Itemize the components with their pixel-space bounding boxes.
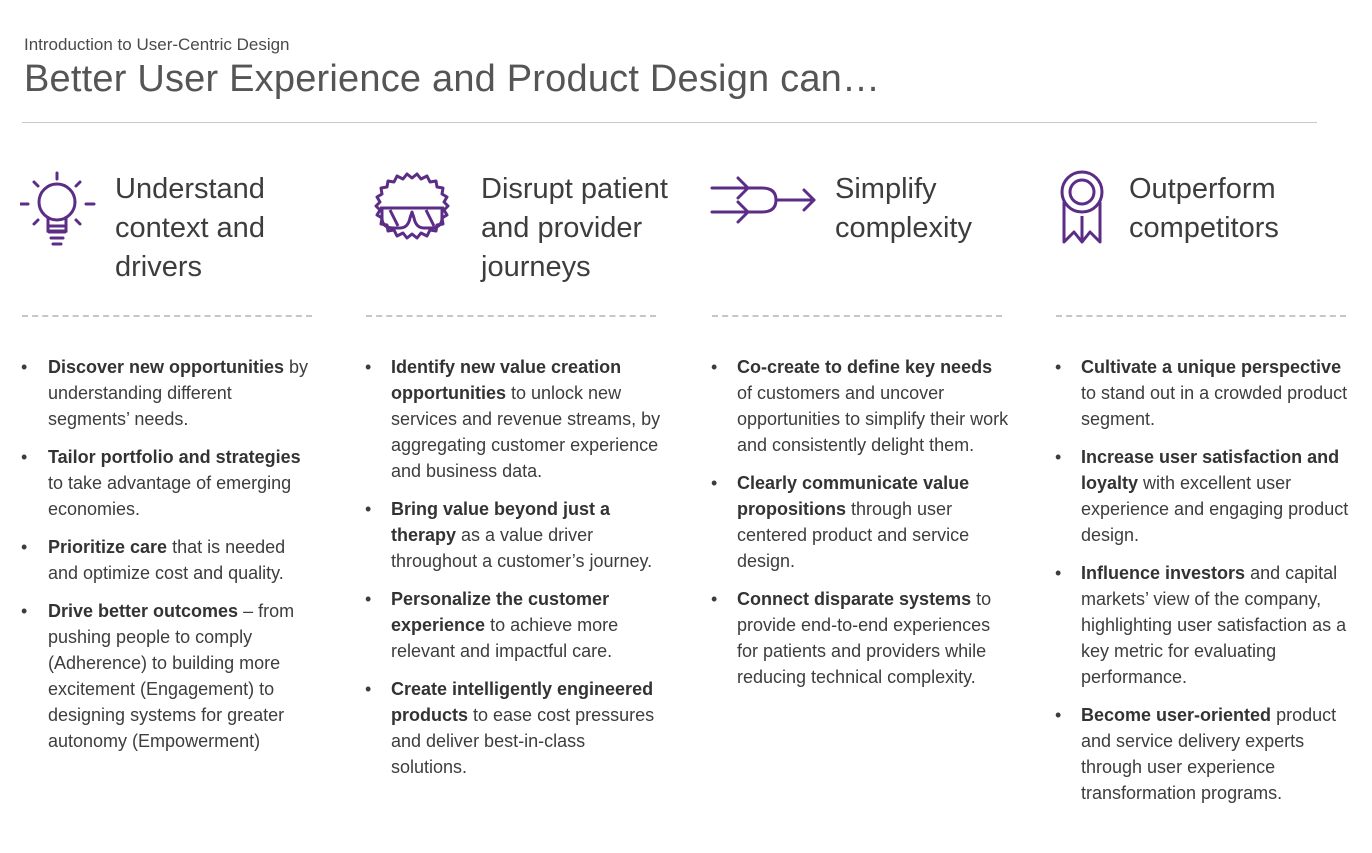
heading-line: Disrupt patient: [481, 173, 668, 205]
lightbulb-icon: [18, 170, 100, 259]
list-item: Clearly communicate value propositions t…: [710, 470, 1010, 574]
bullet-list: Identify new value creation opportunitie…: [364, 354, 664, 792]
list-item: Increase user satisfaction and loyalty w…: [1054, 444, 1354, 548]
dashed-divider: [366, 315, 656, 317]
column-heading: Disrupt patient and provider journeys: [481, 170, 668, 287]
list-item: Cultivate a unique perspective to stand …: [1054, 354, 1354, 432]
list-item: Connect disparate systems to provide end…: [710, 586, 1010, 690]
heading-line: competitors: [1129, 212, 1279, 244]
merge-arrows-icon: [710, 170, 820, 235]
heading-line: and provider: [481, 212, 643, 244]
person-with-glasses-icon: [364, 170, 460, 255]
list-item: Discover new opportunities by understand…: [20, 354, 310, 432]
heading-line: context and: [115, 212, 265, 244]
heading-line: drivers: [115, 251, 203, 283]
heading-line: Simplify: [835, 173, 937, 205]
heading-line: complexity: [835, 212, 972, 244]
bullet-list: Cultivate a unique perspective to stand …: [1054, 354, 1354, 818]
column-heading: Simplify complexity: [835, 170, 972, 248]
heading-line: Understand: [115, 173, 265, 205]
list-item: Identify new value creation opportunitie…: [364, 354, 664, 484]
bullet-list: Discover new opportunities by understand…: [20, 354, 310, 766]
list-item: Influence investors and capital markets’…: [1054, 560, 1354, 690]
page-subtitle: Introduction to User-Centric Design: [24, 35, 290, 54]
dashed-divider: [22, 315, 312, 317]
column-heading: Outperform competitors: [1129, 170, 1279, 248]
page-title: Better User Experience and Product Desig…: [24, 58, 881, 100]
list-item: Become user-oriented product and service…: [1054, 702, 1354, 806]
list-item: Tailor portfolio and strategies to take …: [20, 444, 310, 522]
column-heading: Understand context and drivers: [115, 170, 265, 287]
dashed-divider: [712, 315, 1002, 317]
dashed-divider: [1056, 315, 1346, 317]
list-item: Co-create to define key needs of custome…: [710, 354, 1010, 458]
heading-line: journeys: [481, 251, 591, 283]
list-item: Drive better outcomes – from pushing peo…: [20, 598, 310, 754]
list-item: Bring value beyond just a therapy as a v…: [364, 496, 664, 574]
bullet-list: Co-create to define key needs of custome…: [710, 354, 1010, 702]
list-item: Prioritize care that is needed and optim…: [20, 534, 310, 586]
award-ribbon-icon: [1054, 170, 1114, 255]
heading-line: Outperform: [1129, 173, 1276, 205]
list-item: Create intelligently engineered products…: [364, 676, 664, 780]
title-divider: [22, 122, 1317, 123]
list-item: Personalize the customer experience to a…: [364, 586, 664, 664]
